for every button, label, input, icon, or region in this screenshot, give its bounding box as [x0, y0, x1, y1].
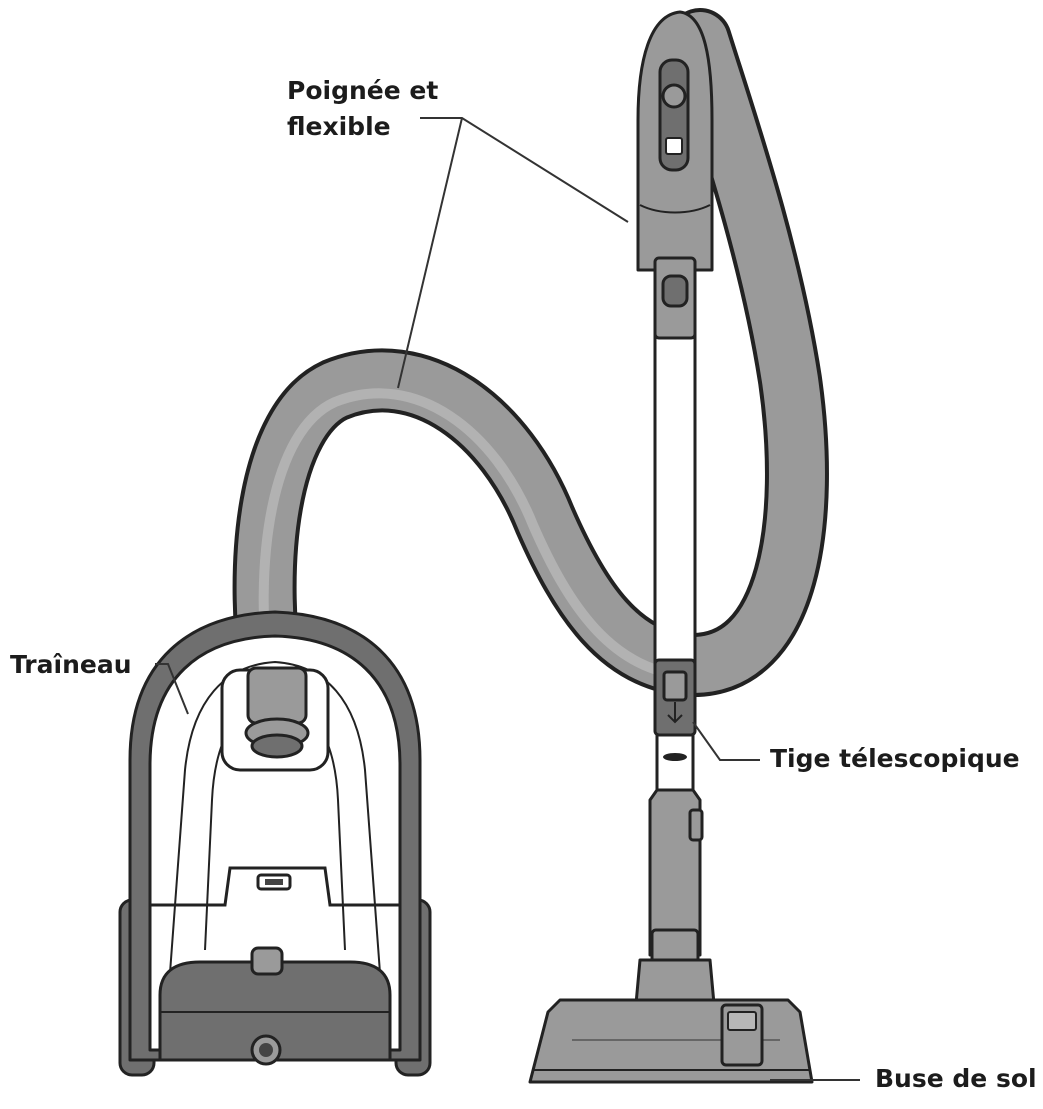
label-handle-hose-line2: flexible — [287, 112, 391, 141]
floor-nozzle — [528, 928, 814, 1084]
telescopic-tube — [636, 10, 714, 957]
leader-handle — [420, 117, 629, 223]
label-sled: Traîneau — [10, 650, 132, 679]
label-handle-hose-line1: Poignée et — [287, 76, 439, 105]
label-floor-nozzle: Buse de sol — [875, 1064, 1037, 1093]
leader-lines — [155, 117, 860, 1081]
leader-sled — [155, 663, 189, 715]
hose — [232, 8, 829, 737]
leader-hose — [397, 117, 463, 389]
label-telescopic-tube: Tige télescopique — [770, 744, 1020, 773]
leader-tube — [692, 721, 760, 761]
sled-body — [118, 610, 432, 1077]
